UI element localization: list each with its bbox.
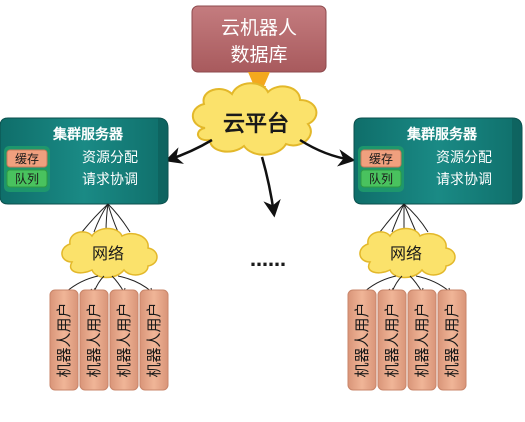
robot-user-pillar: 机器人用户 (79, 289, 109, 391)
cluster-right-line1: 资源分配 (436, 150, 492, 166)
cluster-server-right: 集群服务器 缓存 队列 资源分配 请求协调 (353, 117, 523, 205)
robot-user-pillar: 机器人用户 (437, 289, 467, 391)
robot-user-pillar: 机器人用户 (109, 289, 139, 391)
cluster-server-left: 集群服务器 缓存 队列 资源分配 请求协调 (0, 117, 169, 205)
cluster-right-cache-box (360, 149, 402, 168)
arrow-down (260, 156, 281, 218)
cloud-platform-label: 云平台 (223, 111, 289, 137)
robot-user-label: 机器人用户 (85, 302, 103, 377)
robot-users-left: 机器人用户 机器人用户 机器人用户 机器人用户 (49, 289, 169, 391)
cluster-left-line2: 请求协调 (82, 172, 138, 188)
robot-user-pillar: 机器人用户 (347, 289, 377, 391)
robot-user-label: 机器人用户 (145, 302, 163, 377)
robot-user-pillar: 机器人用户 (49, 289, 79, 391)
cluster-left-queue-box (6, 169, 48, 188)
ellipsis: …… (250, 250, 286, 271)
database-label-line1: 云机器人 (221, 17, 297, 39)
cloud-arrows (164, 138, 356, 218)
robot-users-right: 机器人用户 机器人用户 机器人用户 机器人用户 (347, 289, 467, 391)
robot-user-pillar: 机器人用户 (377, 289, 407, 391)
cluster-right-title: 集群服务器 (406, 126, 478, 143)
cluster-right-queue-box (360, 169, 402, 188)
cluster-left-line1: 资源分配 (82, 150, 138, 166)
arrow-to-right-cluster (299, 138, 356, 167)
cluster-left-cache-label: 缓存 (15, 152, 39, 166)
cluster-right-cache-label: 缓存 (369, 152, 393, 166)
robot-user-label: 机器人用户 (55, 302, 73, 377)
cluster-left-queue-label: 队列 (15, 171, 39, 186)
cloud-platform: 云平台 (191, 82, 318, 156)
robot-user-label: 机器人用户 (353, 302, 371, 377)
robot-user-pillar: 机器人用户 (407, 289, 437, 391)
robot-user-label: 机器人用户 (413, 302, 431, 377)
robot-user-label: 机器人用户 (115, 302, 133, 377)
cluster-left-title: 集群服务器 (52, 126, 124, 143)
network-right-label: 网络 (390, 244, 422, 263)
database-label-line2: 数据库 (230, 44, 287, 66)
robot-user-pillar: 机器人用户 (139, 289, 169, 391)
arrow-to-left-cluster (164, 138, 213, 164)
cluster-left-cache-box (6, 149, 48, 168)
robot-user-label: 机器人用户 (443, 302, 461, 377)
network-cloud-left: 网络 (61, 227, 158, 279)
network-cloud-right: 网络 (359, 227, 456, 279)
database-box: 云机器人 数据库 (191, 5, 327, 73)
network-left-label: 网络 (92, 244, 124, 263)
cluster-right-queue-label: 队列 (369, 171, 393, 186)
cluster-right-line2: 请求协调 (436, 172, 492, 188)
robot-user-label: 机器人用户 (383, 302, 401, 377)
